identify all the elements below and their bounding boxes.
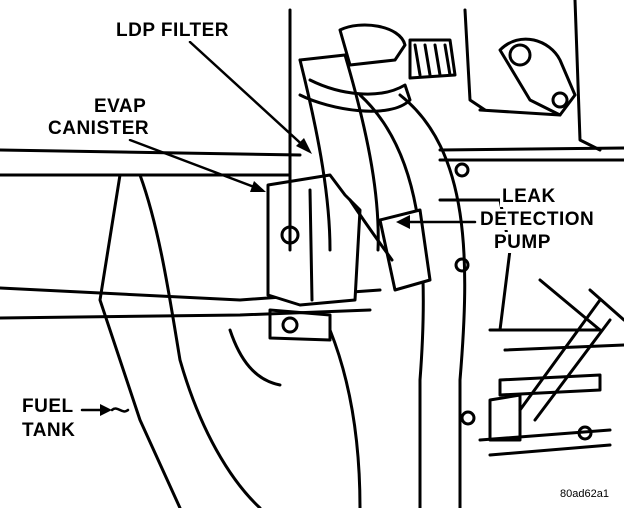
ldp-filter-leader <box>188 40 310 152</box>
arrowheads <box>100 138 410 416</box>
top-fittings <box>288 0 602 252</box>
fuel-tank-label-line1: FUEL <box>20 396 76 417</box>
evap-canister-label-line2: CANISTER <box>46 118 152 139</box>
evap-canister-label-line1: EVAP <box>92 96 149 117</box>
leak-detection-pump-label-line2: DETECTION <box>478 209 597 230</box>
evap-canister-arrowhead <box>250 181 266 192</box>
fuel-tank-label-line2: TANK <box>20 420 78 441</box>
fuel-tank-squiggle <box>110 407 130 413</box>
fuel-tank <box>98 173 362 508</box>
leak-detection-pump <box>348 162 470 292</box>
figure-id: 80ad62a1 <box>560 488 609 500</box>
ldp-filter-arrowhead <box>296 138 312 154</box>
frame-rail <box>0 146 624 320</box>
evap-canister-leader <box>128 138 264 192</box>
leak-detection-pump-label-line3: PUMP <box>492 232 553 253</box>
leak-detection-pump-arrowhead <box>396 215 410 229</box>
ldp-filter-label: LDP FILTER <box>114 20 232 41</box>
evap-canister <box>266 173 362 342</box>
fuel-tank-arrowhead <box>100 404 112 416</box>
leak-detection-pump-label-line1: LEAK <box>500 186 558 207</box>
